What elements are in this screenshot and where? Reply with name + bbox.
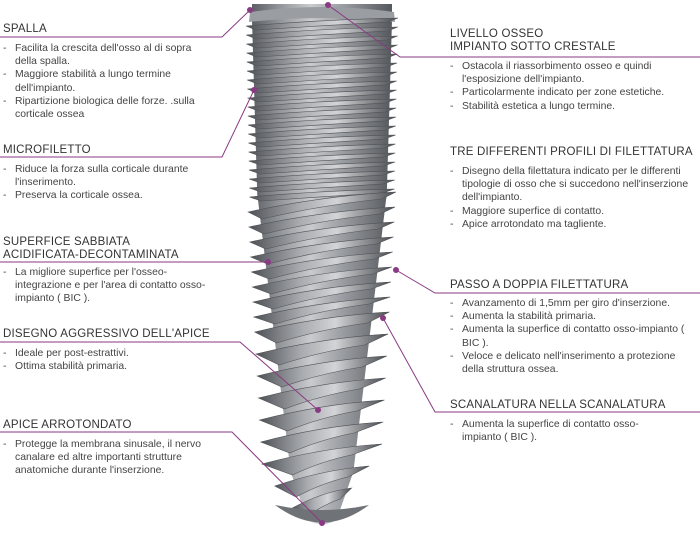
leader-line-microfiletto	[0, 89, 255, 158]
callout-bullet: Aumenta la stabilità primaria.	[450, 310, 695, 323]
thread-ridge	[247, 89, 397, 103]
callout-list-scanalatura: Aumenta la superfice di contatto osso-im…	[450, 418, 675, 444]
thread-ridge	[248, 134, 396, 148]
leader-dot-microfiletto	[251, 87, 257, 93]
thread-ridge	[248, 152, 396, 166]
callout-title-tre-profili: TRE DIFFERENTI PROFILI DI FILETTATURA	[450, 146, 693, 158]
leader-line-passo	[395, 269, 700, 294]
leader-dot-superficie	[265, 259, 271, 265]
thread-ridge	[246, 62, 398, 76]
thread-ridge	[246, 35, 398, 49]
callout-list-livello-osseo: Ostacola il riassorbimento osseo e quind…	[450, 60, 690, 113]
leader-dot-scanalatura	[380, 315, 386, 321]
leader-dot-passo	[393, 267, 399, 273]
callout-bullet: Apice arrotondato ma tagliente.	[450, 218, 690, 231]
callout-list-spalla: Facilita la crescita dell'osso al di sop…	[3, 42, 208, 121]
thread-ridge	[249, 236, 394, 265]
thread-ridge	[255, 333, 389, 366]
thread-ridge	[249, 179, 395, 193]
leader-dot-apice-arrotondato	[319, 520, 325, 526]
callout-list-apice-arrotondato: Protegge la membrana sinusale, il nervo …	[3, 438, 203, 478]
callout-bullet: Facilita la crescita dell'osso al di sop…	[3, 42, 208, 68]
thread-ridge	[251, 281, 392, 310]
callout-list-passo: Avanzamento di 1,5mm per giro d'inserzio…	[450, 297, 695, 376]
callout-title-superficie-1: SUPERFICE SABBIATA	[3, 236, 131, 248]
callout-bullet: Ostacola il riassorbimento osseo e quind…	[450, 60, 690, 86]
thread-ridge	[258, 399, 385, 432]
callout-list-microfiletto: Riduce la forza sulla corticale durante …	[3, 163, 198, 203]
thread-ridge	[253, 311, 390, 344]
thread-ridge	[245, 17, 399, 31]
callout-bullet: Aumenta la superfice di contatto osso-im…	[450, 418, 675, 444]
callout-list-tre-profili: Disegno della filettatura indicato per l…	[450, 165, 690, 231]
thread-ridge	[252, 296, 391, 325]
thread-ridge	[247, 107, 397, 121]
leader-line-spalla	[0, 9, 251, 38]
callout-bullet: Avanzamento di 1,5mm per giro d'inserzio…	[450, 297, 695, 310]
thread-ridge	[248, 206, 396, 235]
callout-bullet: Disegno della filettatura indicato per l…	[450, 165, 690, 205]
thread-ridge	[250, 251, 393, 280]
leader-line-apice-aggressivo	[0, 341, 319, 411]
callout-bullet: Ottima stabilità primaria.	[3, 360, 208, 373]
callout-bullet: Ripartizione biologica delle forze. .sul…	[3, 95, 208, 121]
thread-ridge	[274, 465, 370, 498]
thread-ridge	[248, 221, 395, 250]
callout-bullet: Veloce e delicato nell'inserimento a pro…	[450, 350, 695, 376]
leader-line-apice-arrotondato	[0, 431, 323, 524]
thread-ridge	[248, 143, 396, 157]
callout-bullet: Aumenta la superfice di contatto osso-im…	[450, 323, 695, 349]
thread-ridge	[247, 71, 397, 85]
thread-ridge	[246, 44, 398, 58]
thread-ridge	[246, 26, 398, 40]
thread-ridge	[249, 170, 395, 184]
thread-ridge	[247, 116, 397, 130]
callout-bullet: Stabilità estetica a lungo termine.	[450, 100, 690, 113]
thread-ridge	[246, 53, 398, 67]
leader-line-livello-osseo	[327, 4, 700, 58]
thread-ridge	[247, 98, 397, 112]
leader-line-scanalatura	[382, 317, 700, 413]
callout-bullet: Ideale per post-estrattivi.	[3, 347, 208, 360]
implant-apex	[275, 505, 369, 523]
callout-bullet: Riduce la forza sulla corticale durante …	[3, 163, 198, 189]
callout-bullet: Particolarmente indicato per zone esteti…	[450, 86, 690, 99]
thread-ridge	[248, 161, 396, 175]
callout-bullet: Protegge la membrana sinusale, il nervo …	[3, 438, 203, 478]
implant-collar	[249, 7, 395, 22]
leader-dot-spalla	[247, 7, 253, 13]
callout-bullet: Maggiore superfice di contatto.	[450, 205, 690, 218]
thread-ridge	[259, 421, 384, 454]
thread-ridge	[256, 355, 387, 388]
leader-dot-apice-aggressivo	[315, 407, 321, 413]
callout-bullet: La migliore superfice per l'osseo-integr…	[3, 266, 208, 306]
callout-title-passo: PASSO A DOPPIA FILETTATURA	[450, 279, 629, 291]
thread-ridge	[249, 188, 395, 202]
callout-title-scanalatura: SCANALATURA NELLA SCANALATURA	[450, 399, 666, 411]
callout-title-livello-osseo-2: IMPIANTO SOTTO CRESTALE	[450, 41, 616, 53]
thread-ridge	[247, 80, 397, 94]
thread-ridge	[248, 125, 396, 139]
callout-list-superficie: La migliore superfice per l'osseo-integr…	[3, 266, 208, 306]
callout-title-spalla: SPALLA	[3, 23, 47, 35]
callout-title-apice-arrotondato: APICE ARROTONDATO	[3, 419, 132, 431]
thread-ridge	[260, 443, 383, 476]
callout-title-superficie-2: ACIDIFICATA-DECONTAMINATA	[3, 249, 179, 261]
callout-list-apice-aggressivo: Ideale per post-estrattivi. Ottima stabi…	[3, 347, 208, 374]
callout-bullet: Maggiore stabilità a lungo termine dell'…	[3, 68, 208, 94]
thread-ridge	[247, 191, 397, 220]
implant-threads	[245, 17, 399, 523]
callout-bullet: Preserva la corticale ossea.	[3, 189, 198, 202]
leader-dot-livello-osseo	[325, 2, 331, 8]
thread-ridge	[251, 266, 392, 295]
callout-title-apice-aggressivo: DISEGNO AGGRESSIVO DELL'APICE	[3, 328, 210, 340]
callout-title-livello-osseo-1: LIVELLO OSSEO	[450, 28, 544, 40]
callout-title-microfiletto: MICROFILETTO	[3, 144, 91, 156]
